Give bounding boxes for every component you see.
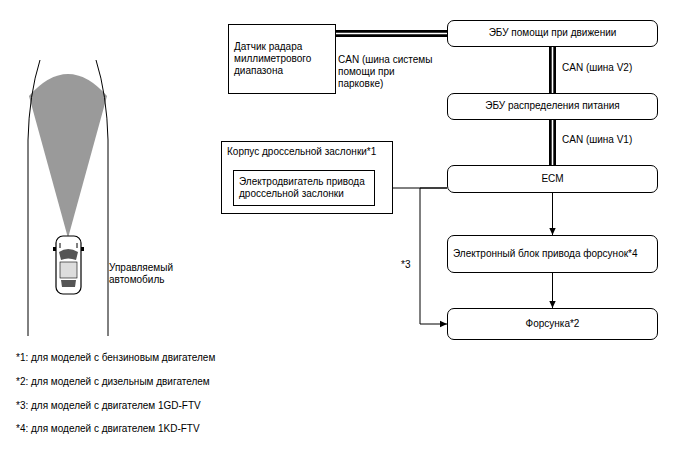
node-text: ЭБУ помощи при движении	[453, 27, 652, 39]
lane-line	[28, 60, 40, 336]
driver-box: Электронный блок привода форсунок*4	[447, 235, 658, 273]
motor-box: Электродвигатель привода дроссельной зас…	[233, 170, 375, 206]
node-text: Электронный блок привода форсунок*4	[453, 248, 652, 260]
ecu-box: ЭБУ помощи при движении	[447, 20, 658, 47]
injector-box: Форсунка*2	[447, 308, 658, 340]
lane-line	[96, 60, 108, 336]
signal-arrow	[552, 193, 553, 235]
node-text: ECM	[453, 173, 652, 185]
housing-box: Корпус дроссельной заслонки*1Электродвиг…	[221, 141, 393, 214]
ecu-box: ЭБУ распределения питания	[447, 93, 658, 120]
radar-beam	[29, 74, 107, 238]
node-text: Датчик радара миллиметрового диапазона	[234, 41, 330, 77]
node-text: Электродвигатель привода дроссельной зас…	[239, 176, 369, 200]
signal-arrow	[420, 188, 447, 324]
footnote: *1: для моделей с бензиновым двигателем	[16, 352, 416, 364]
vehicle-label: Управляемый автомобиль	[109, 262, 199, 286]
can-bus-line	[552, 120, 553, 165]
footnote: *3: для моделей с двигателем 1GD-FTV	[16, 400, 416, 412]
bus-label: CAN (шина системы помощи при парковке)	[338, 54, 442, 90]
node-text: Корпус дроссельной заслонки*1	[227, 146, 387, 158]
sensor-box: Датчик радара миллиметрового диапазона	[228, 24, 336, 94]
footnote: *4: для моделей с двигателем 1KD-FTV	[16, 423, 416, 435]
car-top-view	[53, 236, 84, 294]
node-text: ЭБУ распределения питания	[453, 100, 652, 112]
bus-label: CAN (шина V1)	[562, 134, 652, 146]
bus-label: *3	[401, 259, 417, 271]
can-bus-line	[336, 33, 447, 34]
node-text: Форсунка*2	[453, 318, 652, 330]
footnote: *2: для моделей с дизельным двигателем	[16, 376, 416, 388]
can-bus-line	[552, 47, 553, 93]
ecm-box: ECM	[447, 165, 658, 193]
signal-arrow	[552, 273, 553, 308]
bus-label: CAN (шина V2)	[562, 62, 652, 74]
